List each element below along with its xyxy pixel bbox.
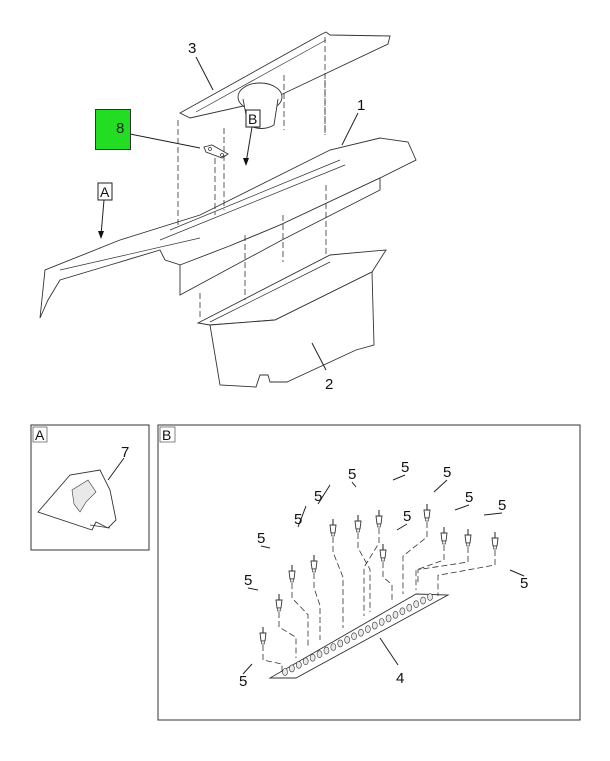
- part-5-fastener[interactable]: [402, 504, 431, 594]
- strip-tooth: [344, 636, 350, 644]
- strip-tooth: [365, 625, 371, 633]
- callout-3[interactable]: 3: [188, 40, 196, 57]
- leader-line: [297, 505, 307, 528]
- view-tag-b[interactable]: B: [248, 111, 257, 127]
- strip-tooth: [406, 603, 413, 612]
- assembly-lines: [177, 37, 327, 320]
- leader-lines: [98, 56, 359, 371]
- callout-5[interactable]: 5: [465, 489, 473, 506]
- strip-tooth: [385, 614, 392, 623]
- callout-5[interactable]: 5: [239, 673, 247, 690]
- leader-line: [396, 523, 408, 531]
- strip-tooth: [427, 593, 433, 601]
- detail-a-panel: A 7: [30, 424, 150, 551]
- leader-line: [454, 504, 470, 511]
- callout-5[interactable]: 5: [498, 497, 506, 514]
- strip-tooth: [309, 653, 316, 662]
- strip-tooth: [323, 646, 330, 655]
- strip-tooth: [392, 611, 399, 619]
- strip-tooth: [351, 632, 357, 641]
- part-5-fastener[interactable]: [363, 510, 383, 616]
- strip-tooth: [330, 643, 337, 651]
- callout-5[interactable]: 5: [244, 572, 252, 589]
- part-5-fastener[interactable]: [288, 565, 309, 648]
- part-5-fastener[interactable]: [259, 627, 283, 672]
- part-5-fastener[interactable]: [310, 555, 321, 640]
- part-8-bracket[interactable]: [203, 144, 229, 159]
- part-5-fastener[interactable]: [275, 594, 297, 658]
- hotspot-label: 8: [116, 120, 125, 137]
- callout-5[interactable]: 5: [257, 530, 265, 547]
- callout-5[interactable]: 5: [443, 464, 451, 481]
- part-5-fastener[interactable]: [417, 529, 472, 585]
- leader-line: [509, 569, 525, 577]
- part-5-fastener[interactable]: [329, 519, 344, 628]
- callout-7[interactable]: 7: [121, 444, 129, 461]
- callout-5[interactable]: 5: [403, 508, 411, 525]
- detail-a-tag: A: [35, 427, 45, 443]
- callout-5[interactable]: 5: [520, 575, 528, 592]
- view-tag-b-box: [245, 109, 261, 128]
- leader-line: [392, 474, 406, 481]
- callout-1[interactable]: 1: [357, 97, 365, 114]
- part-5-fastener[interactable]: [415, 527, 448, 590]
- callout-5[interactable]: 5: [314, 488, 322, 505]
- strip-tooth: [399, 607, 406, 616]
- callout-4[interactable]: 4: [396, 670, 404, 687]
- part-4-strip[interactable]: [268, 593, 450, 679]
- part-5-fastener[interactable]: [379, 544, 393, 600]
- strip-tooth: [302, 657, 309, 666]
- leader-line: [351, 481, 357, 488]
- part-8-hotspot[interactable]: 8: [95, 109, 131, 150]
- strip-tooth: [413, 600, 419, 608]
- part-7-clip[interactable]: [37, 469, 117, 531]
- part-1-console[interactable]: [39, 137, 417, 319]
- strip-tooth: [282, 668, 288, 676]
- callout-5[interactable]: 5: [294, 511, 302, 528]
- leader-line: [317, 484, 331, 505]
- part-5-fastener[interactable]: [437, 532, 499, 596]
- view-tag-a[interactable]: A: [100, 184, 110, 200]
- strip-tooth: [316, 650, 323, 658]
- callout-5[interactable]: 5: [348, 466, 356, 483]
- view-tag-a-box: [97, 182, 113, 201]
- part-5-fastener[interactable]: [354, 515, 371, 612]
- strip-tooth: [378, 618, 385, 626]
- strip-tooth: [358, 628, 364, 637]
- leader-line: [260, 545, 271, 549]
- leader-line: [483, 512, 503, 516]
- strip-tooth: [289, 664, 295, 673]
- detail-b-tag: B: [162, 427, 171, 443]
- part-2-tray[interactable]: [196, 249, 387, 388]
- leader-line: [247, 587, 259, 591]
- strip-tooth: [420, 596, 426, 605]
- strip-tooth: [296, 661, 302, 669]
- strip-tooth: [371, 621, 378, 630]
- callout-2[interactable]: 2: [325, 376, 333, 393]
- strip-tooth: [337, 639, 344, 648]
- leader-line: [433, 479, 448, 493]
- part-3-top-cover[interactable]: [179, 31, 391, 129]
- callout-5[interactable]: 5: [401, 459, 409, 476]
- leader-line: [242, 663, 253, 675]
